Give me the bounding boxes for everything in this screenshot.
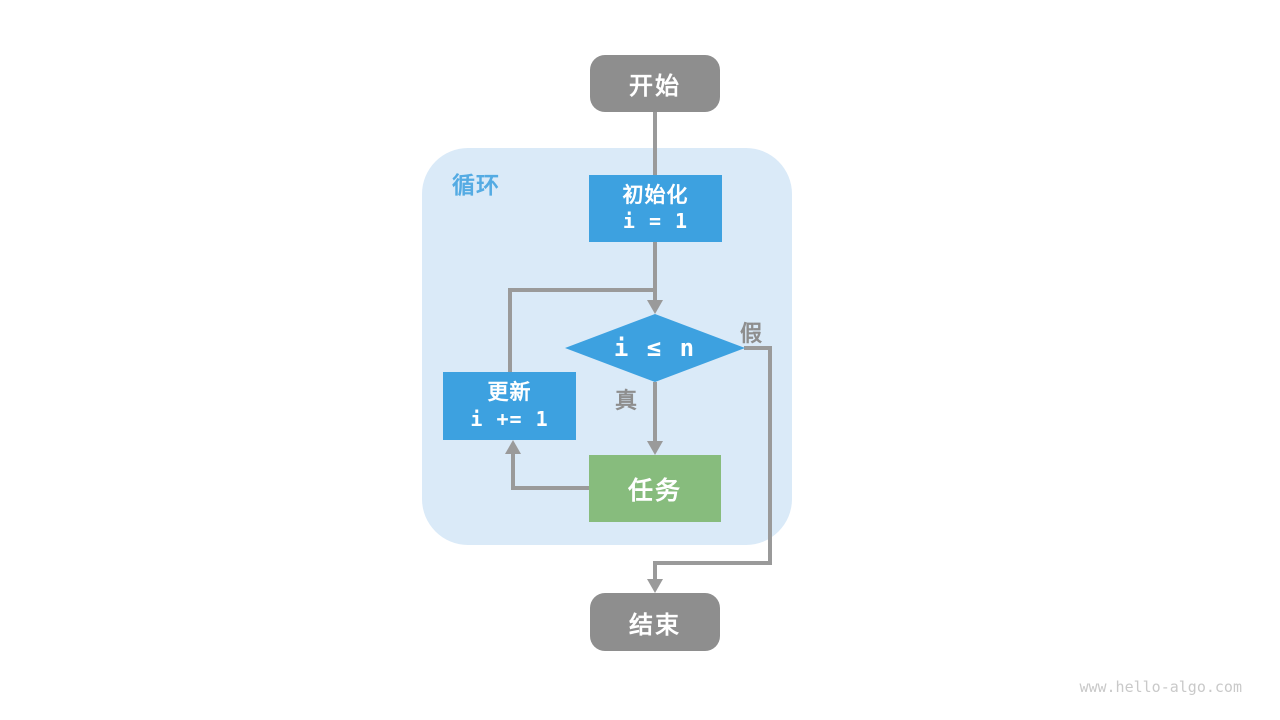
end-node: 结束 (590, 593, 720, 651)
update-node-code: i += 1 (470, 406, 549, 431)
end-node-label: 结束 (629, 611, 681, 639)
start-node: 开始 (590, 55, 720, 112)
start-node-label: 开始 (629, 73, 681, 100)
watermark-text: www.hello-algo.com (1079, 678, 1242, 696)
edge-label-true: 真 (615, 388, 638, 413)
task-node-label: 任务 (627, 476, 682, 505)
update-node: 更新 i += 1 (443, 372, 576, 440)
task-node: 任务 (589, 455, 721, 522)
edge-label-false: 假 (740, 321, 763, 346)
condition-node-label: i ≤ n (613, 334, 697, 362)
init-node: 初始化 i = 1 (589, 175, 722, 242)
init-node-label: 初始化 (622, 183, 689, 207)
init-node-code: i = 1 (622, 209, 689, 234)
loop-container-label: 循环 (452, 172, 500, 198)
arrowhead-into-end-icon (647, 579, 663, 593)
update-node-label: 更新 (487, 381, 532, 405)
condition-node: i ≤ n (565, 314, 745, 382)
